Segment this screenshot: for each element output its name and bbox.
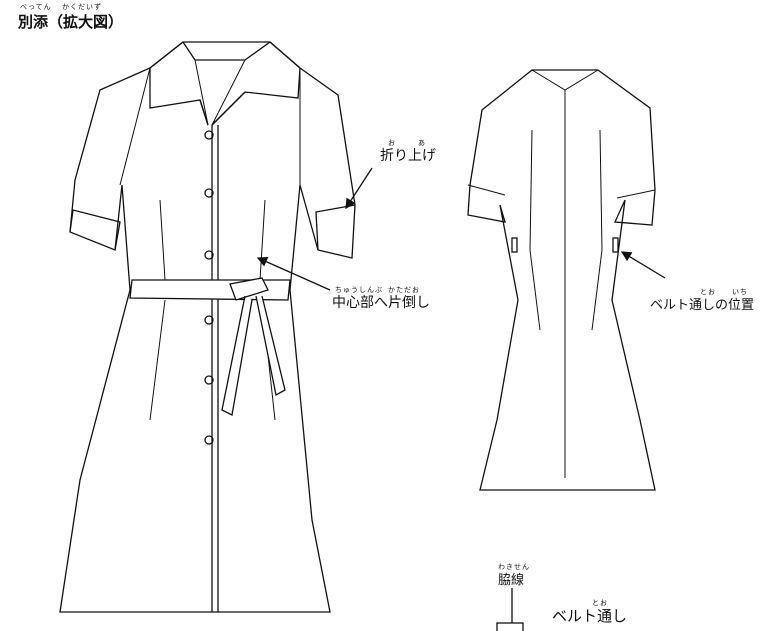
fold-up-ruby-2: あ [418,139,426,147]
belt-loop-arrow [620,251,666,279]
fold-up-label: 折り上げ [380,148,436,164]
buttons [204,130,214,445]
center-fold-arrow [256,256,331,291]
back-dress [467,69,656,491]
belt-loop-position-ruby-2: いち [732,288,748,296]
belt-loop-position-ruby-1: とお [700,288,716,296]
center-fold-label: 中心部へ片倒し [332,295,430,311]
belt-loop-detail [496,622,524,631]
belt-bow [221,277,286,416]
center-fold-ruby-2: かただお [388,286,420,294]
belt-loop-right [612,237,619,253]
page-title: 別添（拡大図） [18,13,124,31]
belt-loop-left [511,237,518,253]
fold-up-arrow [345,167,373,210]
title-ruby-2: かくだいず [62,3,102,11]
left-cuff [69,209,121,251]
title-ruby-1: べってん [20,3,52,11]
front-dress [59,41,356,613]
side-seam-label: 脇線 [498,573,525,588]
side-seam-ruby: わきせん [498,563,530,571]
belt-loop-ruby: とお [592,599,608,607]
belt-loop-label: ベルト通し [552,607,628,625]
belt-loop-position-label: ベルト通しの位置 [650,298,755,313]
center-fold-ruby-1: ちゅうしんぶ [335,286,383,294]
fold-up-ruby-1: お [388,139,396,147]
